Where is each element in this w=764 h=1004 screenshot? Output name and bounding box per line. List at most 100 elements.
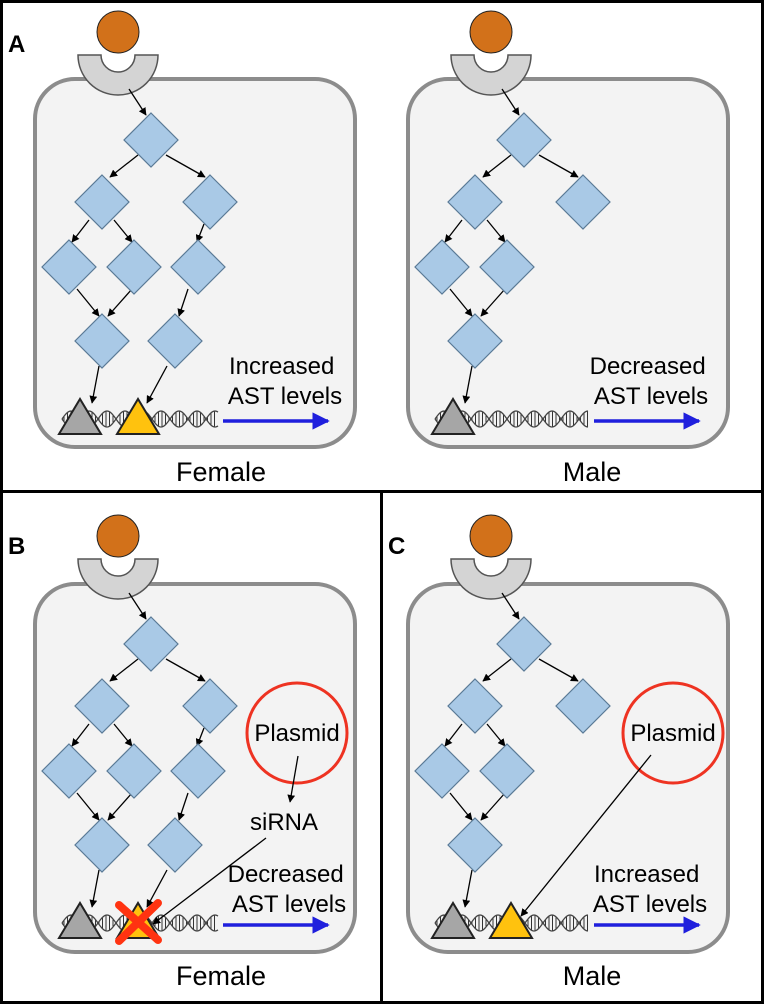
panel-letter-c: C bbox=[388, 533, 405, 560]
signaling-node bbox=[106, 743, 162, 799]
caption-male-a: Male bbox=[563, 457, 622, 487]
signaling-node bbox=[123, 112, 179, 168]
signaling-node bbox=[106, 239, 162, 295]
signaling-arrow bbox=[165, 658, 206, 682]
signaling-node bbox=[147, 817, 203, 873]
signaling-node bbox=[414, 239, 470, 295]
signaling-arrow bbox=[501, 592, 520, 620]
signaling-node bbox=[74, 817, 130, 873]
signaling-node bbox=[447, 313, 503, 369]
plasmid-label: Plasmid bbox=[630, 720, 715, 747]
receptor-ligand-b-female bbox=[77, 514, 159, 600]
signaling-arrow bbox=[538, 154, 579, 178]
panel-letter-b: B bbox=[8, 533, 25, 560]
signaling-arrow bbox=[480, 792, 506, 821]
signaling-node bbox=[447, 678, 503, 734]
signaling-arrow bbox=[71, 219, 90, 243]
plasmid-label: Plasmid bbox=[254, 720, 339, 747]
signaling-node bbox=[447, 817, 503, 873]
signaling-node bbox=[74, 678, 130, 734]
signaling-arrow bbox=[76, 792, 100, 821]
plasmid-to-gene-arrow bbox=[520, 754, 652, 917]
outcome-label-c-male: Increased AST levels bbox=[593, 861, 707, 918]
signaling-arrow bbox=[177, 792, 189, 821]
signaling-arrow bbox=[482, 658, 512, 682]
signaling-arrow bbox=[177, 288, 189, 317]
receptor-icon bbox=[77, 558, 159, 600]
signaling-arrow bbox=[480, 288, 506, 317]
signaling-node bbox=[182, 174, 238, 230]
caption-male-c: Male bbox=[563, 961, 622, 991]
signaling-node bbox=[479, 239, 535, 295]
signaling-node bbox=[496, 112, 552, 168]
signaling-arrow bbox=[482, 154, 512, 178]
receptor-icon bbox=[450, 558, 532, 600]
signaling-arrow bbox=[462, 365, 473, 404]
ligand-ball bbox=[96, 10, 140, 54]
signaling-arrow bbox=[146, 869, 168, 908]
signaling-arrow bbox=[128, 592, 147, 620]
plasmid-circle bbox=[621, 681, 725, 785]
signaling-node bbox=[496, 616, 552, 672]
signaling-node bbox=[41, 239, 97, 295]
signaling-arrow bbox=[195, 727, 205, 747]
signaling-network-a-female bbox=[41, 88, 238, 404]
signaling-arrow bbox=[113, 219, 133, 243]
signaling-arrow bbox=[109, 658, 139, 682]
signaling-node bbox=[555, 174, 611, 230]
plasmid-to-sirna-arrow bbox=[287, 755, 299, 803]
signaling-arrow bbox=[444, 723, 463, 747]
signaling-arrow bbox=[89, 869, 100, 908]
caption-female-a: Female bbox=[176, 457, 266, 487]
signaling-arrow bbox=[128, 88, 147, 116]
signaling-arrow bbox=[486, 723, 506, 747]
plasmid-circle bbox=[245, 681, 349, 785]
signaling-node bbox=[74, 174, 130, 230]
signaling-node bbox=[170, 743, 226, 799]
knockdown-x-icon bbox=[115, 899, 162, 945]
signaling-arrow bbox=[538, 658, 579, 682]
signaling-node bbox=[182, 678, 238, 734]
signaling-network-c-male bbox=[414, 592, 611, 908]
sirna-to-gene-arrow bbox=[152, 837, 267, 925]
outcome-label-a-female: Increased AST levels bbox=[228, 353, 342, 410]
signaling-arrow bbox=[76, 288, 100, 317]
signaling-network-b-female bbox=[41, 592, 238, 908]
gene-yellow-triangle bbox=[115, 397, 161, 435]
signaling-node bbox=[479, 743, 535, 799]
signaling-arrow bbox=[71, 723, 90, 747]
receptor-ligand-c-male bbox=[450, 514, 532, 600]
ligand-ball bbox=[469, 514, 513, 558]
gene-gray-triangle bbox=[57, 397, 103, 435]
ligand-ball bbox=[469, 10, 513, 54]
signaling-arrow bbox=[165, 154, 206, 178]
gene-gray-triangle bbox=[57, 901, 103, 939]
signaling-node bbox=[170, 239, 226, 295]
signaling-arrow bbox=[195, 223, 205, 243]
signaling-arrow bbox=[449, 288, 473, 317]
panel-letter-a: A bbox=[8, 31, 25, 58]
signaling-arrow bbox=[462, 869, 473, 908]
sirna-label: siRNA bbox=[250, 809, 318, 836]
signaling-node bbox=[447, 174, 503, 230]
gene-gray-triangle bbox=[430, 901, 476, 939]
signaling-arrow bbox=[109, 154, 139, 178]
receptor-ligand-a-male bbox=[450, 10, 532, 96]
gene-gray-triangle bbox=[430, 397, 476, 435]
outcome-label-b-female: Decreased AST levels bbox=[228, 861, 351, 918]
signaling-arrow bbox=[146, 365, 168, 404]
gene-yellow-triangle bbox=[488, 901, 534, 939]
signaling-network-a-male bbox=[414, 88, 611, 404]
receptor-ligand-a-female bbox=[77, 10, 159, 96]
signaling-node bbox=[414, 743, 470, 799]
signaling-arrow bbox=[449, 792, 473, 821]
signaling-node bbox=[74, 313, 130, 369]
signaling-arrow bbox=[89, 365, 100, 404]
receptor-icon bbox=[450, 54, 532, 96]
signaling-arrow bbox=[444, 219, 463, 243]
signaling-node bbox=[123, 616, 179, 672]
signaling-arrow bbox=[107, 288, 133, 317]
signaling-arrow bbox=[113, 723, 133, 747]
